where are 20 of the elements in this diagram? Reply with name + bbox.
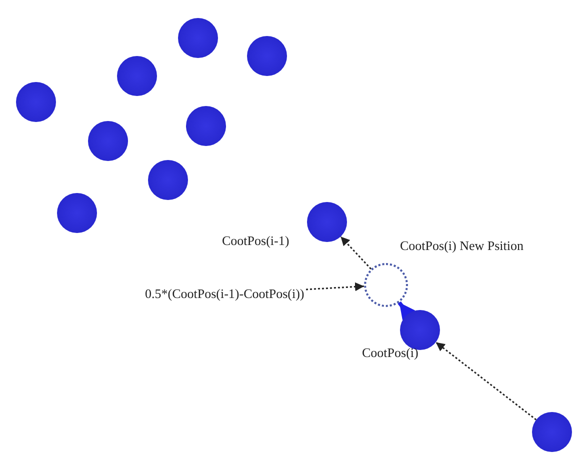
dot — [148, 160, 188, 200]
dotted-arrow — [306, 282, 364, 292]
formula-label: 0.5*(CootPos(i-1)-CootPos(i)) — [145, 286, 304, 302]
dotted-arrow — [340, 236, 372, 270]
move-arrow — [398, 301, 416, 320]
dot — [186, 106, 226, 146]
dot — [88, 121, 128, 161]
dot — [16, 82, 56, 122]
position-label: CootPos(i) — [362, 345, 418, 361]
dot — [247, 36, 287, 76]
dot — [532, 412, 572, 452]
position-label: CootPos(i) New Psition — [400, 238, 524, 254]
dot — [400, 310, 440, 350]
new-position-circle — [364, 263, 408, 307]
dot — [307, 202, 347, 242]
dot — [178, 18, 218, 58]
dotted-arrow — [435, 342, 537, 420]
dot — [117, 56, 157, 96]
dot — [57, 193, 97, 233]
position-label: CootPos(i-1) — [222, 233, 290, 249]
